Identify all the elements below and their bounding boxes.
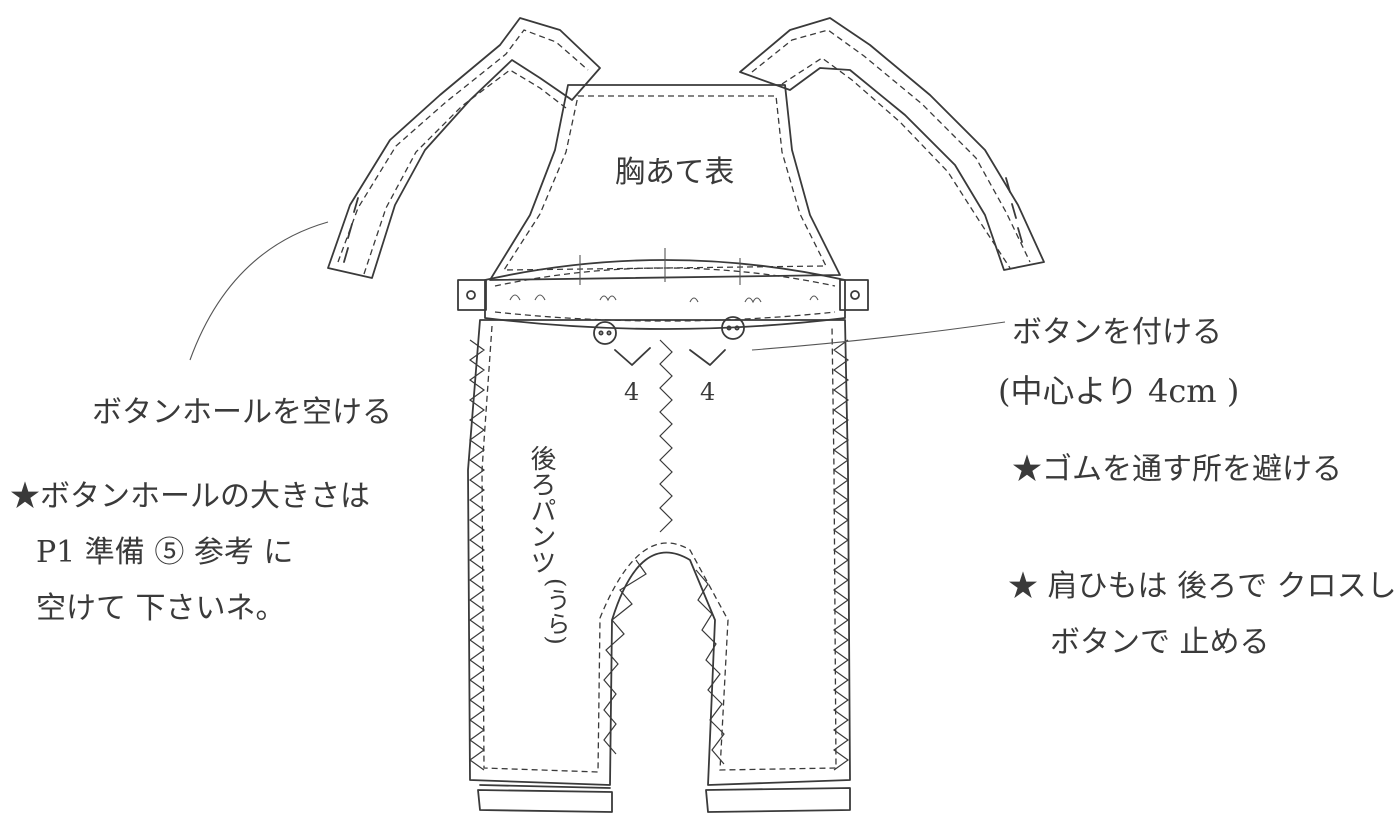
buttonhole-size-note-3: 空けて 下さいネ。 bbox=[36, 591, 286, 626]
avoid-elastic-note: ★ゴムを通す所を避ける bbox=[1012, 452, 1342, 487]
attach-button-note: ボタンを付ける bbox=[1012, 315, 1222, 350]
buttonhole-marks-left bbox=[343, 197, 359, 263]
waistband bbox=[457, 248, 869, 330]
offset-left-label: 4 bbox=[624, 378, 640, 406]
bib-front bbox=[489, 84, 841, 281]
back-pants bbox=[467, 319, 851, 813]
strap-cross-note-1: ★ 肩ひもは 後ろで クロスして bbox=[1008, 569, 1396, 604]
buttons bbox=[593, 316, 745, 366]
buttonhole-size-note-2: P1 準備 ⑤ 参考 に bbox=[36, 535, 294, 570]
buttonhole-title: ボタンホールを空ける bbox=[92, 395, 392, 430]
left-shoulder-strap bbox=[327, 17, 601, 279]
right-shoulder-strap bbox=[739, 17, 1045, 271]
offset-right-label: 4 bbox=[700, 378, 716, 406]
buttonhole-marks-right bbox=[1005, 177, 1023, 243]
bib-front-label: 胸あて表 bbox=[615, 155, 735, 190]
back-pants-inner-label: (うら) bbox=[542, 578, 570, 645]
right-button bbox=[721, 316, 745, 340]
leader-line-buttonhole bbox=[189, 221, 329, 361]
strap-cross-note-2: ボタンで 止める bbox=[1050, 625, 1270, 660]
buttonhole-size-note-1: ★ボタンホールの大きさは bbox=[10, 479, 370, 514]
from-center-note: (中心より 4cm ) bbox=[998, 372, 1240, 410]
left-button bbox=[593, 321, 617, 345]
leader-line-button bbox=[751, 321, 1006, 351]
back-pants-label: 後ろパンツ bbox=[526, 445, 556, 575]
